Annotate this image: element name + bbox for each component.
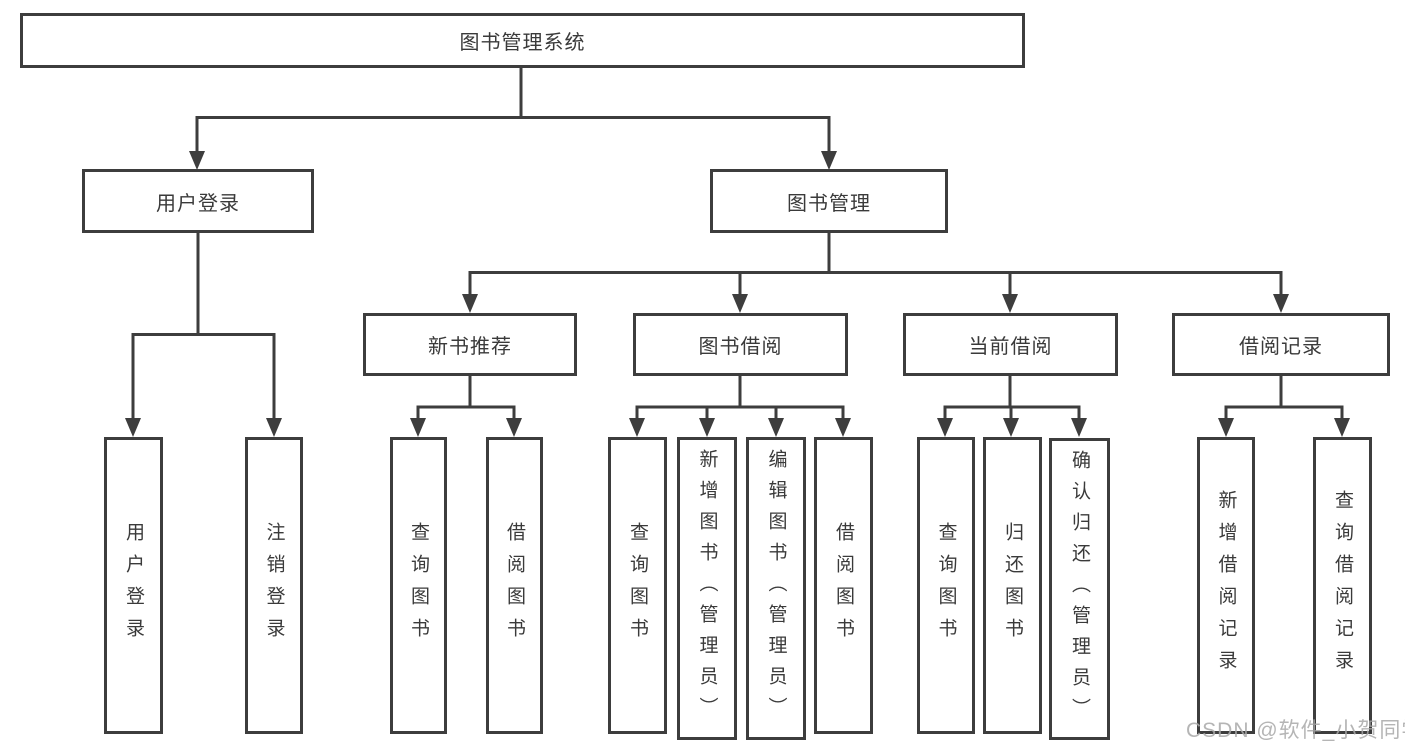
- node-user-login: 用户登录: [82, 169, 314, 233]
- node-book-management: 图书管理: [710, 169, 948, 233]
- node-root: 图书管理系统: [20, 13, 1025, 68]
- leaf-newbook-borrow: 借阅图书: [486, 437, 543, 734]
- leaf-logout: 注销登录: [245, 437, 303, 734]
- leaf-current-confirm-admin: 确认归还（管理员）: [1049, 438, 1110, 740]
- node-book-borrow: 图书借阅: [633, 313, 848, 376]
- leaf-records-add: 新增借阅记录: [1197, 437, 1255, 734]
- node-new-book-recommend: 新书推荐: [363, 313, 577, 376]
- connector-lines: [131, 68, 1344, 420]
- leaf-borrow-edit-admin: 编辑图书（管理员）: [746, 437, 806, 740]
- leaf-newbook-query: 查询图书: [390, 437, 447, 734]
- node-current-borrow: 当前借阅: [903, 313, 1118, 376]
- node-borrow-records: 借阅记录: [1172, 313, 1390, 376]
- leaf-current-query: 查询图书: [917, 437, 975, 734]
- csdn-watermark: CSDN @软件_小贺同学: [1186, 719, 1405, 742]
- leaf-borrow-query: 查询图书: [608, 437, 667, 734]
- leaf-records-query: 查询借阅记录: [1313, 437, 1372, 734]
- arrowhead-down-icons: [125, 151, 1350, 437]
- leaf-borrow-borrow: 借阅图书: [814, 437, 873, 734]
- leaf-borrow-add-admin: 新增图书（管理员）: [677, 437, 737, 740]
- leaf-current-return: 归还图书: [983, 437, 1042, 734]
- leaf-user-login: 用户登录: [104, 437, 163, 734]
